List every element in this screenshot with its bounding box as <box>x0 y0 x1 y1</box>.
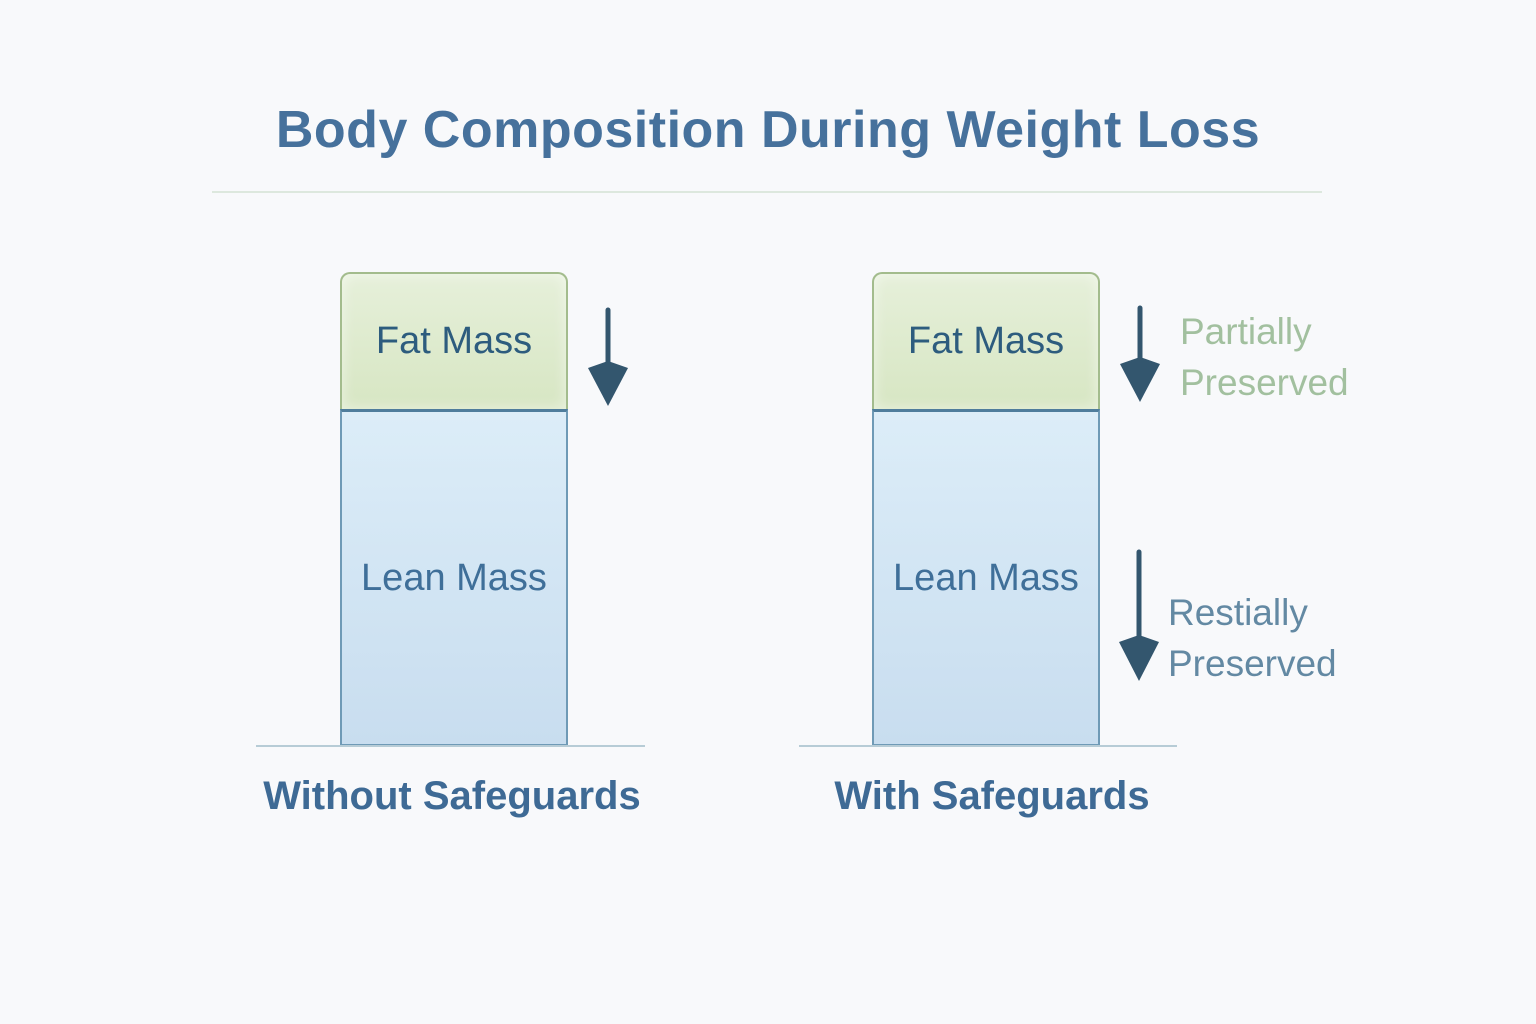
title-divider <box>212 191 1322 193</box>
caption-with-safeguards: With Safeguards <box>834 774 1150 818</box>
annotation-line: Partially <box>1180 311 1312 352</box>
lean-mass-label: Lean Mass <box>361 556 547 599</box>
caption-without-safeguards: Without Safeguards <box>263 774 641 818</box>
down-arrow-icon <box>588 307 628 406</box>
fat-mass-label: Fat Mass <box>907 320 1065 362</box>
annotation-line: Restially <box>1168 592 1308 633</box>
annotation-line: Preserved <box>1168 643 1337 684</box>
page-title: Body Composition During Weight Loss <box>275 101 1261 159</box>
fat-mass-segment: Fat Mass <box>872 272 1100 409</box>
lean-mass-segment: Lean Mass <box>340 409 568 746</box>
down-arrow-icon <box>1119 549 1159 681</box>
annotation-partially-preserved: Partially Preserved <box>1180 306 1349 408</box>
fat-mass-label: Fat Mass <box>375 320 533 362</box>
baseline <box>256 745 645 747</box>
stacked-bar-without-safeguards: Fat Mass Lean Mass <box>340 272 568 746</box>
baseline <box>799 745 1177 747</box>
lean-mass-segment: Lean Mass <box>872 409 1100 746</box>
stacked-bar-with-safeguards: Fat Mass Lean Mass <box>872 272 1100 746</box>
down-arrow-icon <box>1120 305 1160 402</box>
lean-mass-label: Lean Mass <box>893 556 1079 599</box>
annotation-line: Preserved <box>1180 362 1349 403</box>
fat-mass-segment: Fat Mass <box>340 272 568 409</box>
annotation-restially-preserved: Restially Preserved <box>1168 587 1337 689</box>
